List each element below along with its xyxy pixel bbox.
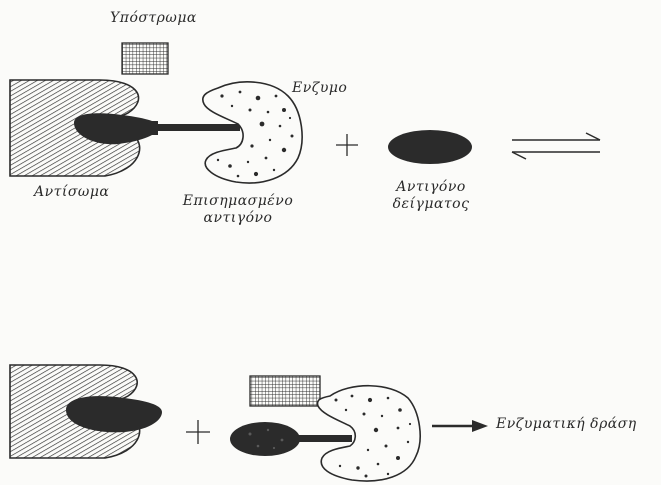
equilibrium-arrows: [512, 133, 600, 159]
label-antibody: Αντίσωμα: [34, 184, 109, 200]
enzyme-bottom: [318, 386, 421, 481]
label-enzymatic-activity: Ενζυματική δράση: [496, 416, 637, 432]
labeled-antigen-top: [74, 113, 240, 144]
plus-sign-top: [336, 134, 358, 156]
label-labeled-antigen-line2: αντιγόνο: [168, 210, 308, 227]
label-enzyme: Ενζυμο: [292, 80, 347, 96]
label-labeled-antigen: Επισημασμένο αντιγόνο: [168, 193, 308, 227]
reaction-arrow: [432, 420, 488, 432]
label-sample-antigen-line2: δείγματος: [376, 196, 486, 213]
label-sample-antigen: Αντιγόνο δείγματος: [376, 179, 486, 213]
sample-antigen-blob: [388, 130, 472, 164]
substrate-square-top: [122, 43, 168, 74]
substrate-square-bottom: [250, 376, 320, 406]
label-sample-antigen-line1: Αντιγόνο: [376, 179, 486, 196]
enzyme-top: [203, 82, 302, 183]
label-substrate: Υπόστρωμα: [110, 10, 197, 26]
plus-sign-bottom: [186, 420, 210, 444]
label-labeled-antigen-line1: Επισημασμένο: [168, 193, 308, 210]
